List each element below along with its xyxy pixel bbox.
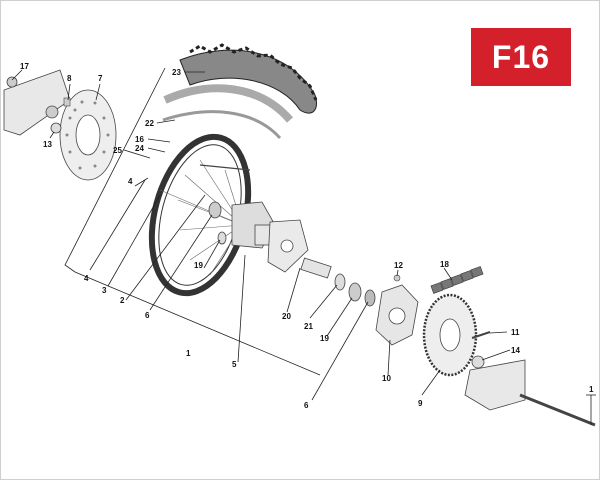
callout-18: 18 bbox=[440, 260, 449, 269]
callout-21: 21 bbox=[304, 322, 313, 331]
callout-14: 14 bbox=[511, 346, 520, 355]
callout-labels: 23 22 16 24 25 17 8 7 13 4 4 3 2 6 19 1 … bbox=[20, 62, 594, 410]
chain bbox=[430, 266, 484, 294]
bolt-11 bbox=[471, 331, 491, 339]
seal-19 bbox=[217, 231, 227, 245]
hub bbox=[231, 201, 309, 273]
rim-tape bbox=[162, 110, 282, 139]
callout-3: 3 bbox=[102, 286, 107, 295]
spacer-13 bbox=[50, 122, 62, 134]
section-badge: F16 bbox=[471, 28, 571, 86]
callout-8: 8 bbox=[67, 74, 72, 83]
callout-13: 13 bbox=[43, 140, 52, 149]
callout-7: 7 bbox=[98, 74, 103, 83]
swingarm-left bbox=[3, 69, 71, 136]
callout-22: 22 bbox=[145, 119, 154, 128]
swingarm-right bbox=[464, 359, 526, 411]
bearing-6b bbox=[364, 289, 376, 307]
spacer-20 bbox=[300, 257, 332, 279]
axle bbox=[519, 393, 596, 427]
callout-20: 20 bbox=[282, 312, 291, 321]
seal-19b bbox=[348, 282, 362, 302]
callout-19-right: 19 bbox=[320, 334, 329, 343]
callout-6-right: 6 bbox=[304, 401, 309, 410]
callout-17: 17 bbox=[20, 62, 29, 71]
callout-1-right: 1 bbox=[589, 385, 594, 394]
bearing-21 bbox=[334, 273, 346, 291]
leader-lines bbox=[11, 67, 596, 425]
callout-25: 25 bbox=[113, 146, 122, 155]
callout-6-left: 6 bbox=[145, 311, 150, 320]
callout-12: 12 bbox=[394, 261, 403, 270]
tyre bbox=[179, 43, 318, 114]
inner-tube bbox=[163, 84, 294, 123]
callout-10: 10 bbox=[382, 374, 391, 383]
callout-19-left: 19 bbox=[194, 261, 203, 270]
spoke-16 bbox=[199, 164, 251, 171]
spacer-14 bbox=[471, 355, 485, 369]
callout-24: 24 bbox=[135, 144, 144, 153]
callout-1-left: 1 bbox=[186, 349, 191, 358]
bolt-8 bbox=[63, 97, 71, 107]
bearing-6 bbox=[208, 201, 222, 219]
callout-2: 2 bbox=[120, 296, 125, 305]
callout-4-upper: 4 bbox=[128, 177, 133, 186]
callout-11: 11 bbox=[511, 328, 520, 337]
callout-4-lower: 4 bbox=[84, 274, 89, 283]
sprocket bbox=[422, 293, 478, 377]
callout-23: 23 bbox=[172, 68, 181, 77]
callout-5: 5 bbox=[232, 360, 237, 369]
callout-16: 16 bbox=[135, 135, 144, 144]
callout-9: 9 bbox=[418, 399, 423, 408]
brake-disc bbox=[59, 89, 117, 181]
